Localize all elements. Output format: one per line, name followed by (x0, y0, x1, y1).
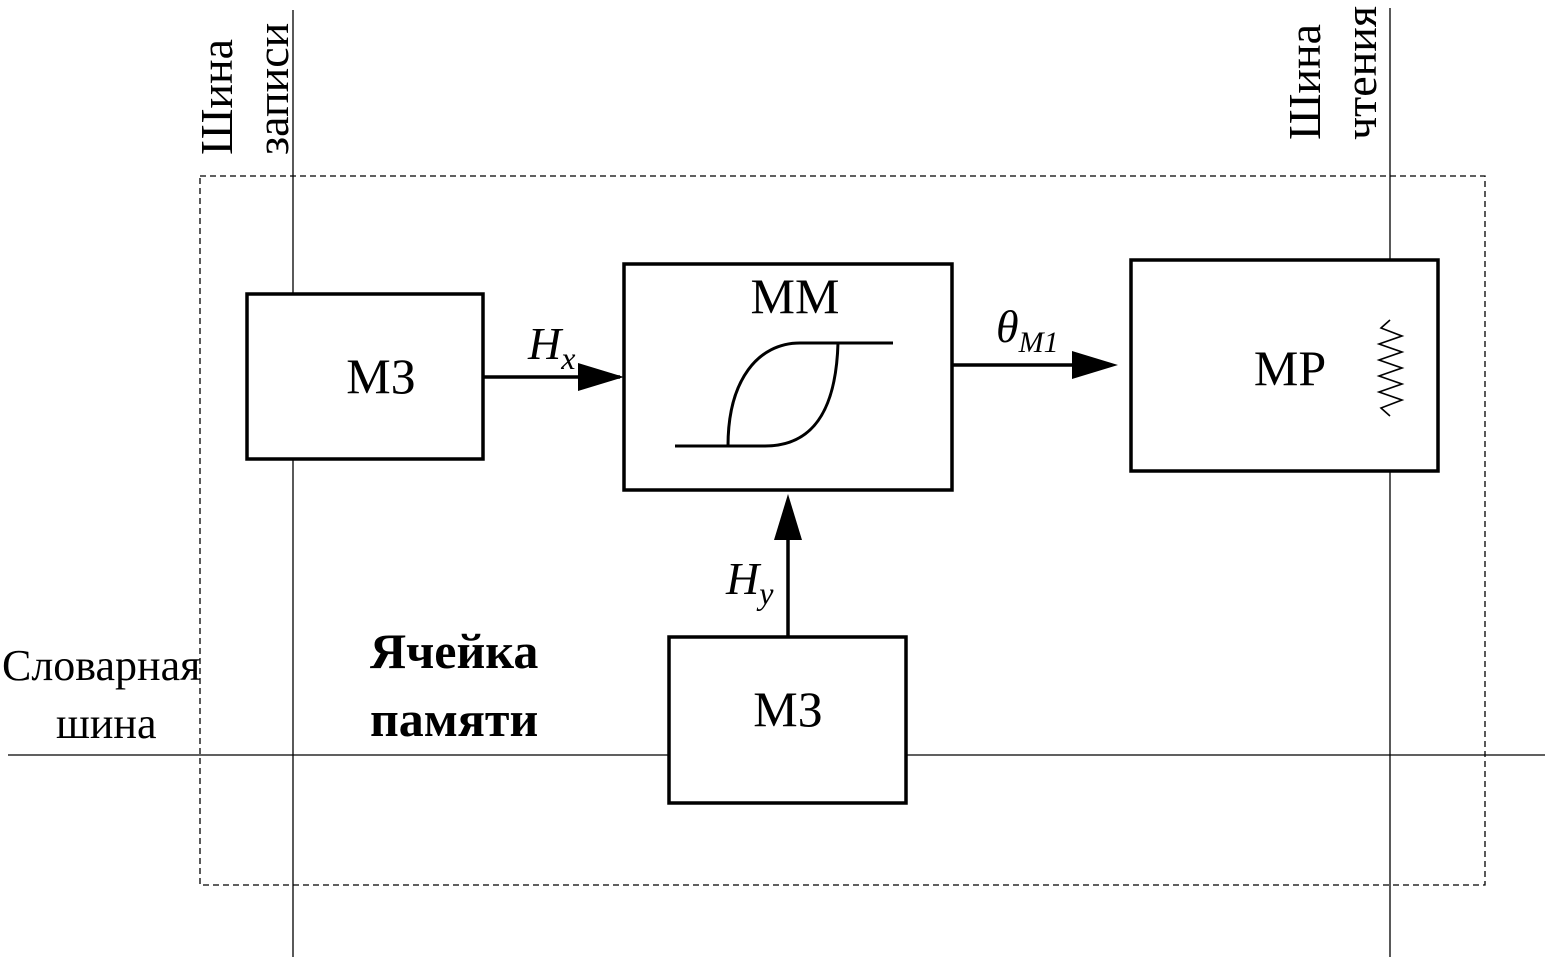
theta-arrowhead (1072, 351, 1118, 379)
magnetic-element-block (622, 262, 954, 492)
memory-cell-boundary (199, 175, 1486, 886)
word-bus-label-line1: Словарная (2, 641, 200, 690)
word-bus-label-line2: шина (56, 699, 157, 748)
hy-symbol: H (725, 553, 762, 604)
theta-label: θM1 (996, 301, 1059, 359)
hx-subscript: x (560, 340, 575, 376)
write-driver-top-block (245, 292, 485, 461)
theta-subscript: M1 (1018, 326, 1059, 359)
resistor-icon (1376, 319, 1405, 417)
memory-cell-caption-line2: памяти (370, 691, 538, 747)
hx-symbol: H (527, 318, 564, 369)
write-driver-bottom-label: МЗ (753, 681, 823, 737)
hysteresis-loop-icon (675, 341, 893, 448)
memory-cell-caption-line1: Ячейка (370, 623, 538, 679)
read-bus-label: Шина чтения (1279, 6, 1386, 140)
read-element-block (1129, 258, 1440, 473)
write-bus-label-line2: записи (247, 23, 298, 155)
hy-label: Hy (725, 553, 774, 611)
write-driver-top-label: МЗ (346, 348, 416, 404)
write-bus-label-line1: Шина (191, 39, 242, 155)
magnetic-element-label: ММ (751, 268, 840, 324)
write-bus-label: Шина записи (191, 23, 298, 155)
read-element-label: МР (1254, 340, 1326, 396)
hy-subscript: y (756, 575, 774, 611)
theta-symbol: θ (996, 301, 1019, 352)
read-bus-label-line1: Шина (1279, 24, 1330, 140)
read-bus-label-line2: чтения (1335, 6, 1386, 140)
write-driver-bottom-block (667, 635, 908, 805)
hy-arrowhead (774, 494, 802, 540)
hx-label: Hx (527, 318, 575, 376)
hx-arrowhead (578, 363, 624, 391)
